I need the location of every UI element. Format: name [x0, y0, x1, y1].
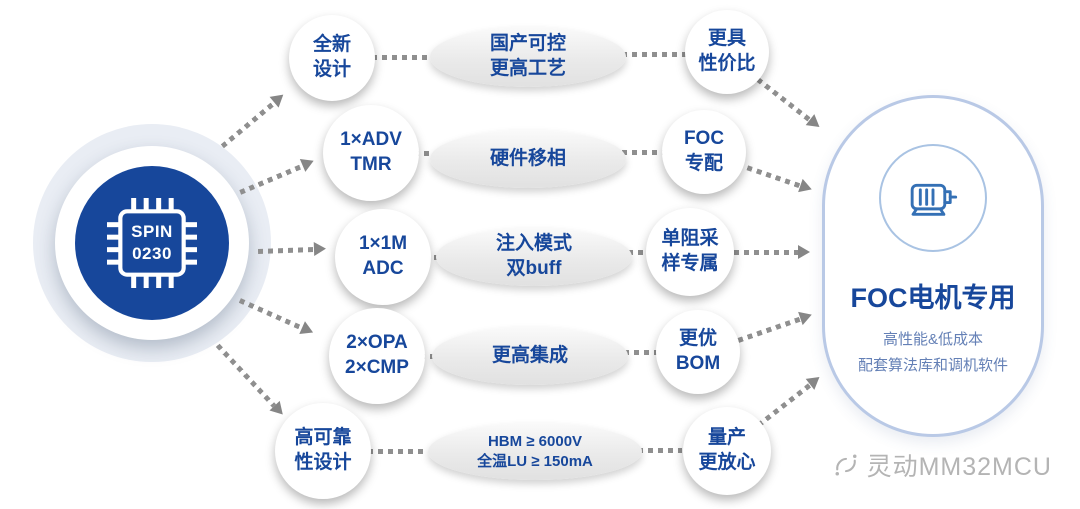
connector-middle-benefit-5 [638, 448, 682, 453]
middle-label-3: 注入模式 双buff [495, 233, 572, 279]
benefit-circle-2: FOC 专配 [662, 110, 746, 194]
chip-outline-icon [107, 198, 197, 288]
middle-ellipse-3: 注入模式 双buff [436, 228, 632, 286]
middle-label-2: 硬件移相 [489, 147, 566, 169]
watermark: 灵动MM32MCU [832, 447, 1052, 483]
hub-core: SPIN 0230 [75, 166, 229, 320]
benefit-arrow-2 [735, 156, 815, 197]
feature-circle-2: 1×ADV TMR [323, 105, 419, 201]
connector-middle-benefit-4 [624, 350, 658, 355]
hub-arrow-4 [237, 293, 317, 340]
benefit-arrow-4 [735, 307, 815, 348]
benefit-label-3: 单阻采 样专属 [661, 228, 719, 274]
connector-feature-middle-5 [368, 449, 426, 454]
middle-ellipse-1: 国产可控 更高工艺 [430, 27, 626, 87]
benefit-circle-5: 量产 更放心 [683, 407, 771, 495]
result-card: FOC电机专用 高性能&低成本 配套算法库和调机软件 [822, 95, 1044, 437]
feature-label-5: 高可靠 性设计 [294, 427, 352, 473]
benefit-label-4: 更优 BOM [675, 328, 721, 374]
connector-middle-benefit-2 [622, 150, 664, 155]
benefit-arrow-1 [753, 73, 824, 134]
motor-icon [910, 183, 958, 216]
feature-label-2: 1×ADV TMR [340, 129, 402, 175]
feature-label-3: 1×1M ADC [358, 233, 408, 279]
connector-feature-middle-1 [372, 55, 430, 60]
benefit-label-2: FOC 专配 [683, 128, 725, 174]
hub-arrow-3 [257, 241, 327, 259]
chip-label: SPIN 0230 [131, 221, 173, 263]
benefit-arrow-3 [734, 244, 810, 260]
feature-circle-4: 2×OPA 2×CMP [329, 308, 425, 404]
chip-icon: SPIN 0230 [102, 193, 202, 293]
benefit-label-5: 量产 更放心 [698, 427, 756, 473]
middle-ellipse-5: HBM ≥ 6000V 全温LU ≥ 150mA [428, 423, 642, 480]
feature-circle-3: 1×1M ADC [335, 209, 431, 305]
middle-label-1: 国产可控 更高工艺 [489, 33, 566, 79]
benefit-arrow-5 [753, 371, 824, 432]
lingdong-logo-icon [835, 454, 857, 476]
benefit-circle-3: 单阻采 样专属 [646, 208, 734, 296]
middle-ellipse-4: 更高集成 [432, 327, 628, 385]
middle-label-4: 更高集成 [491, 344, 568, 366]
benefit-circle-4: 更优 BOM [656, 310, 740, 394]
benefit-label-1: 更具 性价比 [698, 28, 756, 74]
result-subtitle: 高性能&低成本 配套算法库和调机软件 [857, 331, 1008, 375]
hub-arrow-1 [217, 88, 289, 152]
connector-middle-benefit-1 [622, 52, 686, 57]
hub-arrow-5 [212, 340, 288, 420]
benefit-circle-1: 更具 性价比 [685, 10, 769, 94]
motor-circle [879, 144, 987, 252]
feature-circle-1: 全新 设计 [289, 15, 375, 101]
connector-middle-benefit-3 [628, 250, 652, 255]
feature-label-1: 全新 设计 [312, 34, 351, 80]
result-title: FOC电机专用 [850, 283, 1016, 313]
feature-label-4: 2×OPA 2×CMP [345, 332, 409, 378]
middle-label-5: HBM ≥ 6000V 全温LU ≥ 150mA [477, 433, 593, 470]
feature-circle-5: 高可靠 性设计 [275, 403, 371, 499]
watermark-text: 灵动MM32MCU [866, 453, 1052, 481]
middle-ellipse-2: 硬件移相 [430, 130, 626, 188]
